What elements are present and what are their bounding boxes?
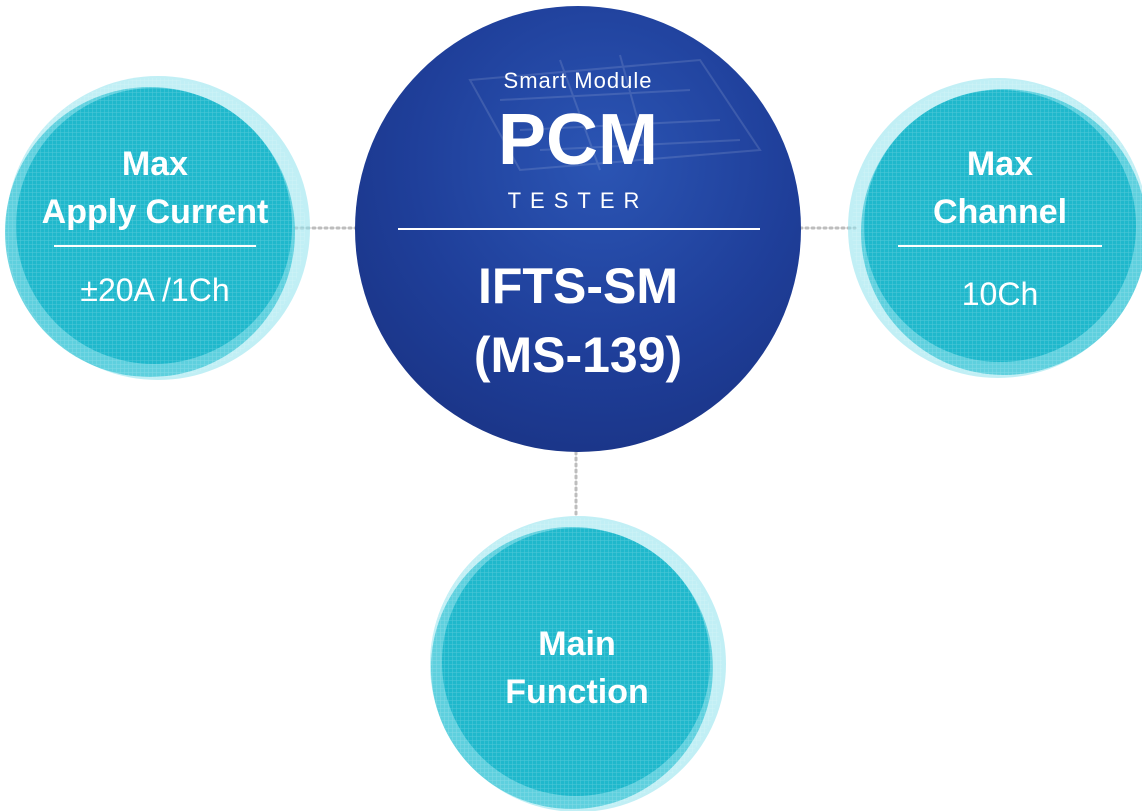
right-value: 10Ch [961, 276, 1039, 312]
bottom-circle [430, 516, 726, 811]
center-title: PCM [498, 100, 658, 180]
right-circle [848, 78, 1142, 378]
right-title-line2: Channel [932, 193, 1068, 231]
center-subtitle: Smart Module [503, 68, 653, 93]
bottom-title-line1: Main [538, 625, 616, 663]
left-title-line1: Max [121, 145, 189, 183]
center-model-line2: (MS-139) [473, 327, 683, 383]
left-value: ±20A /1Ch [80, 272, 230, 308]
center-model-line1: IFTS-SM [478, 258, 678, 314]
left-title-line2: Apply Current [41, 193, 269, 231]
right-title-line1: Max [966, 145, 1034, 183]
left-circle [5, 76, 310, 380]
center-tester: TESTER [507, 188, 649, 213]
center-circle [355, 6, 801, 452]
bottom-title-line2: Function [505, 673, 649, 711]
